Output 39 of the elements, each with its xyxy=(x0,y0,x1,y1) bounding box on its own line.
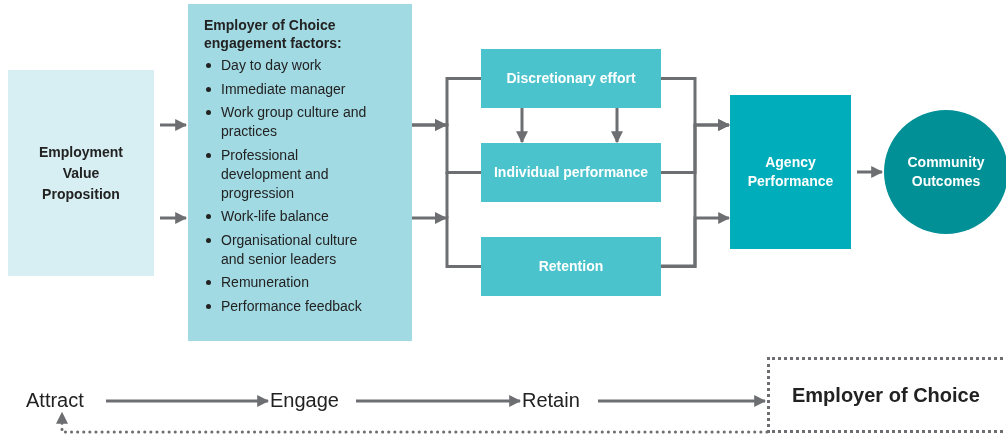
arrow xyxy=(56,411,769,434)
list-item: Organisational culture and senior leaders xyxy=(221,230,359,269)
outcome-box xyxy=(481,237,661,296)
arrow xyxy=(661,119,731,174)
node-label: Attract xyxy=(26,388,84,413)
arrow xyxy=(516,108,528,144)
list-item: Performance feedback xyxy=(221,296,363,316)
node-label: Employer of Choice xyxy=(792,383,980,408)
value-box xyxy=(8,70,154,276)
list-item: Day to day work xyxy=(221,56,323,75)
arrow xyxy=(661,212,731,268)
node-label: Employment Value Proposition xyxy=(38,142,124,204)
node-label: Discretionary effort xyxy=(506,69,636,88)
arrow xyxy=(356,395,522,407)
arrow xyxy=(160,212,188,224)
outcome-box xyxy=(481,143,661,202)
arrow xyxy=(598,395,767,407)
list-item: Professional development and progression xyxy=(221,145,330,203)
arrow xyxy=(412,212,481,268)
outcome-box xyxy=(481,49,661,108)
factors-box xyxy=(188,4,412,341)
list-item: Work group culture and practices xyxy=(221,103,368,141)
arrow xyxy=(160,119,188,131)
list-item: Work-life balance xyxy=(221,207,330,226)
list-item: Remuneration xyxy=(221,273,310,292)
arrow xyxy=(857,166,884,178)
arrow xyxy=(106,395,270,407)
node-label: Individual performance xyxy=(493,163,648,182)
node-label: Engage xyxy=(270,388,339,413)
node-label: Agency Performance xyxy=(746,153,835,191)
dotted-box xyxy=(767,357,1006,433)
arrow xyxy=(412,119,481,174)
node-label: Retention xyxy=(538,257,604,276)
performance-box xyxy=(730,95,851,249)
arrow xyxy=(611,108,623,144)
list-item: Immediate manager xyxy=(221,79,347,99)
list-heading: Employer of Choice engagement factors: xyxy=(204,16,343,52)
node-label: Community Outcomes xyxy=(906,153,986,191)
node-label: Retain xyxy=(522,388,580,413)
